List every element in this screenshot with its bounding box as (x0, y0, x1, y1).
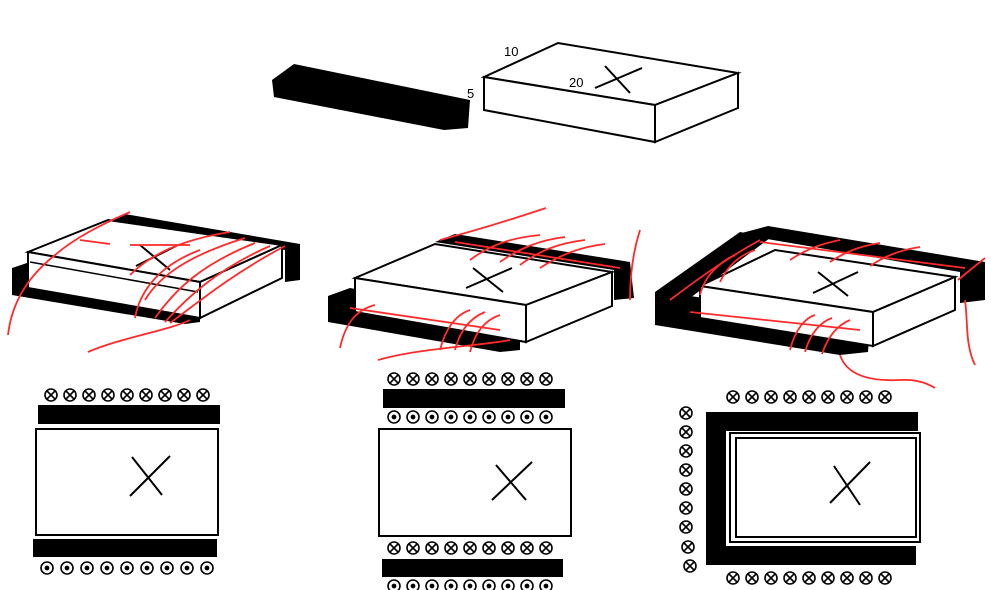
cross-section-one (33, 388, 220, 575)
dimension-label-length: 10 (504, 44, 518, 59)
into-page-row-bottom (726, 571, 892, 585)
cross-section-two (378, 372, 572, 590)
into-page-row-top (726, 390, 892, 404)
into-page-row (387, 372, 553, 386)
into-page-row (44, 388, 210, 402)
black-bar (272, 64, 470, 130)
dimension-label-thickness: 5 (467, 86, 474, 101)
out-of-page-row (40, 561, 214, 575)
wound-assembly-two (328, 207, 641, 361)
out-of-page-row-upper (387, 410, 553, 424)
white-block (480, 41, 742, 144)
cross-section-three (679, 390, 921, 585)
into-page-column-left (679, 406, 697, 573)
into-page-row-lower (387, 541, 553, 555)
out-of-page-row-bottom (387, 579, 553, 590)
dimension-label-width: 20 (569, 75, 583, 90)
wound-assembly-three (655, 226, 986, 389)
wound-assembly-one (7, 211, 300, 353)
